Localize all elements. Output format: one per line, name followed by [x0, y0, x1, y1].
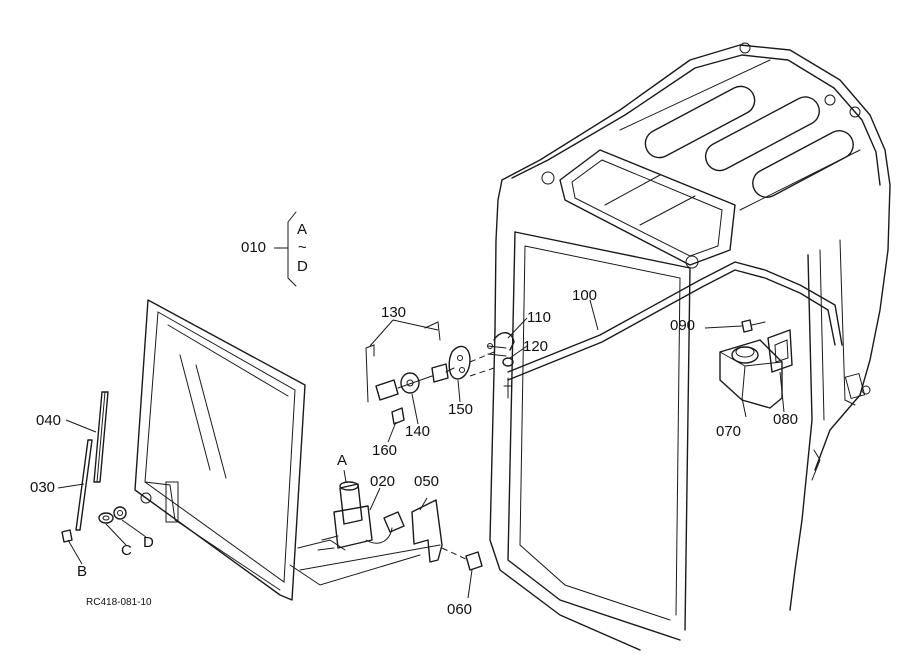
callout-140: 140	[405, 423, 431, 440]
letter-D: D	[143, 534, 154, 551]
callout-160: 160	[372, 442, 398, 459]
wiper-motor	[297, 481, 405, 551]
motor-bracket	[411, 499, 443, 563]
callout-090: 090	[670, 317, 696, 334]
bracket-130	[365, 321, 441, 403]
callout-130: 130	[381, 304, 407, 321]
wiper-arm	[75, 439, 93, 531]
letter-A: A	[337, 452, 348, 469]
callout-110: 110	[527, 309, 551, 326]
callout-100: 100	[572, 287, 598, 304]
letter-B: B	[77, 563, 88, 580]
wiper-hardware	[61, 506, 127, 543]
callout-020: 020	[370, 473, 396, 490]
nozzle-assembly	[375, 345, 495, 425]
kit-range-to: D	[297, 258, 308, 275]
callout-060: 060	[447, 601, 473, 618]
bolt-090	[741, 319, 766, 333]
washer-pipe	[503, 261, 843, 399]
hose-fittings	[487, 332, 515, 367]
callout-070: 070	[716, 423, 742, 440]
motor-mount-lines	[289, 544, 441, 586]
front-window-panel	[134, 299, 306, 601]
callout-080: 080	[773, 411, 799, 428]
kit-brace	[287, 211, 297, 287]
bolt-060	[441, 547, 483, 571]
callout-050: 050	[414, 473, 440, 490]
tank-bracket	[767, 329, 793, 373]
callout-040: 040	[36, 412, 62, 429]
kit-range-from: A	[297, 221, 308, 238]
callout-010: 010	[241, 239, 267, 256]
cab-body	[489, 42, 891, 651]
callout-150: 150	[448, 401, 474, 418]
callout-030: 030	[30, 479, 56, 496]
leader-lines	[57, 247, 785, 599]
wiper-blade	[93, 391, 109, 483]
letter-C: C	[121, 542, 132, 559]
washer-tank	[719, 339, 783, 409]
drawing-code: RC418-081-10	[86, 597, 152, 608]
kit-range-tilde: ~	[298, 239, 307, 256]
callout-120: 120	[523, 338, 549, 355]
